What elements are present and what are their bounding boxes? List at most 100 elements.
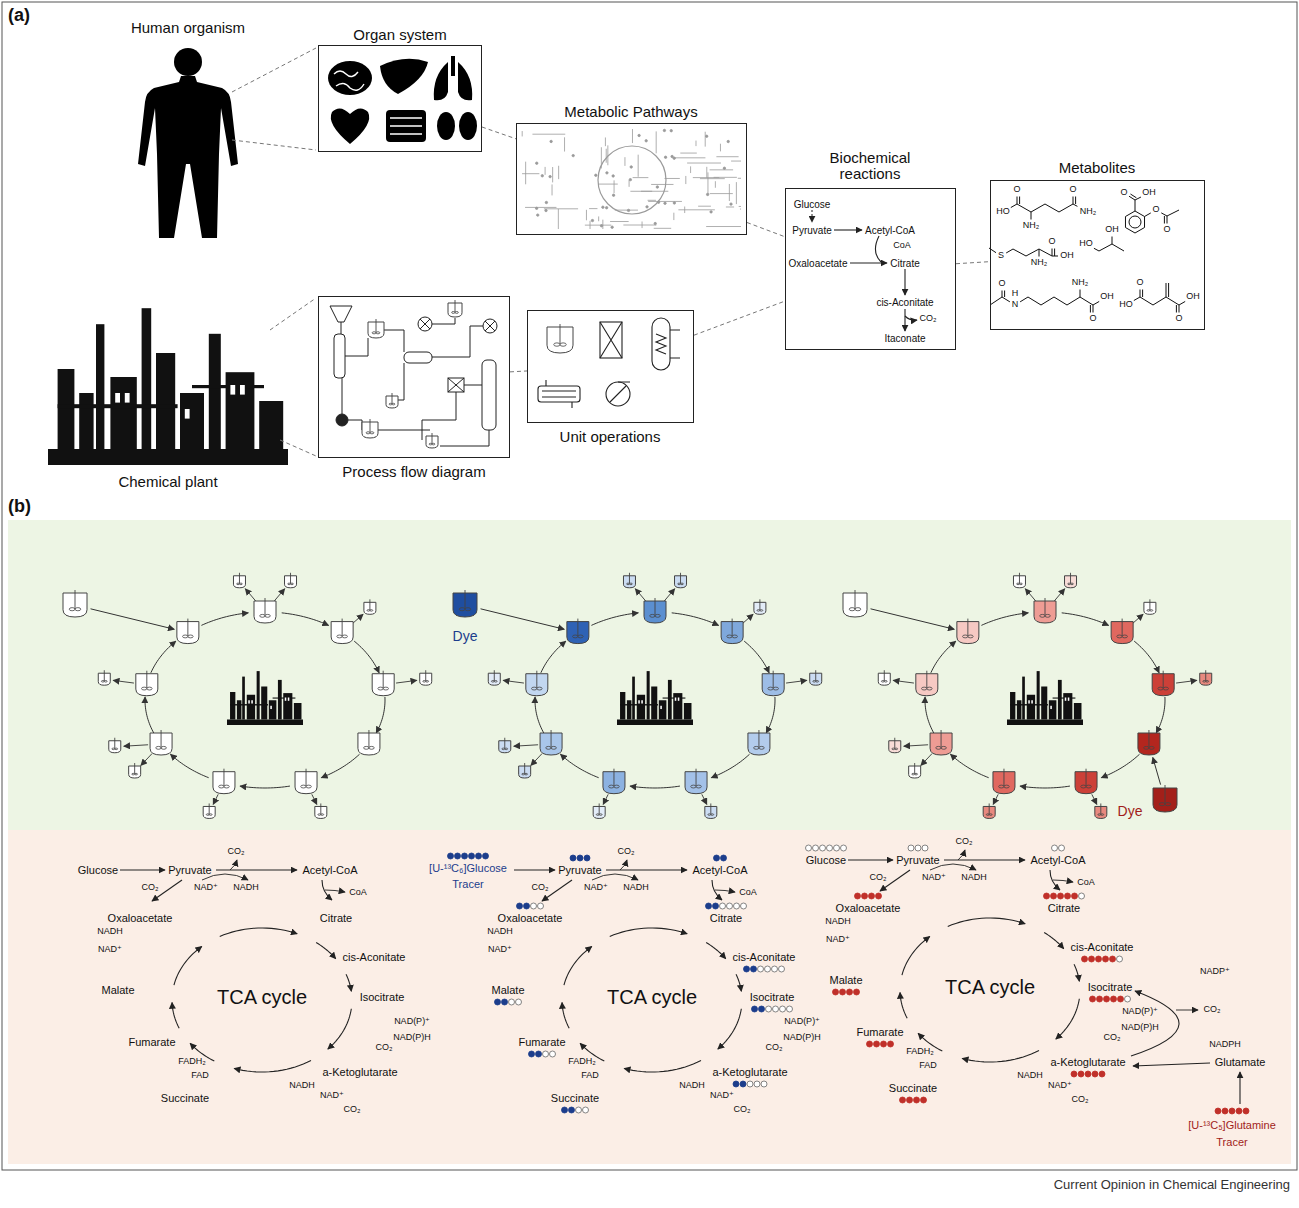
agitator-blade — [855, 608, 861, 611]
metabolite-name: cis-Aconitate — [343, 951, 406, 963]
carbon-atom — [1096, 956, 1102, 962]
metabolite-name: Pyruvate — [168, 864, 211, 876]
agitator-blade — [288, 583, 291, 585]
tank-symbol — [448, 300, 462, 317]
cycle-arrow — [948, 918, 1025, 926]
carbon-atom — [841, 845, 847, 851]
tank-symbol — [983, 803, 995, 818]
carbon-atom — [476, 853, 482, 859]
zoom-line — [280, 440, 316, 456]
agitator-shaft — [369, 599, 370, 610]
branch-pipe — [1053, 589, 1064, 602]
metabolite-name: NADH — [1017, 1071, 1043, 1081]
metabolite-name: CO₂ — [870, 873, 887, 883]
tank-symbol — [136, 671, 158, 696]
chemical-bond — [1002, 291, 1003, 298]
metabolite-name: NAD(P)⁺ — [784, 1017, 820, 1027]
zoom-box: MetabolitesOHOONH₂NH₂OOHOOSOOHNH₂HOOHOHN… — [990, 180, 1205, 330]
carbon-atom — [483, 853, 489, 859]
agitator-blade — [936, 746, 941, 749]
plant-block — [637, 695, 645, 720]
plant-block — [110, 377, 136, 449]
metabolite-name: CoA — [739, 888, 757, 898]
agitator-blade — [532, 687, 537, 690]
plant-window — [185, 409, 190, 419]
ring-pipe — [981, 613, 1028, 626]
metabolite-name: Malate — [829, 974, 862, 986]
metabolite-name: NAD⁺ — [194, 883, 218, 893]
agitator-blade — [147, 687, 152, 690]
carbon-atom — [833, 989, 839, 995]
chemical-bond — [1112, 244, 1124, 251]
tank-symbol — [150, 730, 172, 755]
arrow-line — [1053, 880, 1073, 882]
carbon-atom — [455, 853, 461, 859]
ring-pipe — [535, 697, 544, 733]
metabolite-name: FAD — [919, 1061, 937, 1071]
ring-pipe — [1134, 641, 1159, 673]
atom-label: OH — [1105, 225, 1119, 235]
arrow-line — [216, 869, 297, 870]
tank-symbol — [909, 763, 921, 778]
pathway-line — [648, 200, 656, 201]
tank-symbol — [889, 738, 901, 753]
tank-symbol — [362, 419, 378, 438]
pathway-line — [739, 206, 741, 207]
tank-symbol — [331, 619, 353, 644]
feed-pipe — [481, 609, 565, 629]
cycle-arrow — [328, 1009, 352, 1049]
cycle-arrow — [706, 942, 726, 958]
branch-pipe — [702, 794, 707, 804]
chemical-bond — [1166, 283, 1167, 297]
agitator-blade — [1163, 687, 1168, 690]
agitator-blade — [708, 814, 711, 816]
atom-label: O — [1120, 188, 1127, 198]
tank-symbol — [1153, 785, 1177, 812]
pathway-line — [687, 163, 721, 164]
chemical-bond — [1067, 297, 1080, 305]
agitator-blade — [188, 635, 193, 638]
pump-blade — [610, 382, 630, 402]
pathway-line — [706, 167, 707, 178]
agitator-blade — [142, 687, 147, 690]
carbon-atom — [834, 845, 840, 851]
plant-silhouette — [48, 308, 288, 465]
agitator-shaft — [1003, 769, 1004, 786]
agitator-shaft — [989, 803, 990, 814]
agitator-blade — [525, 773, 528, 775]
metabolite-name: CO₂ — [142, 883, 159, 893]
metabolite-name: a-Ketoglutarate — [1050, 1056, 1125, 1068]
agitator-blade — [206, 814, 209, 816]
ring-pipe — [1156, 697, 1165, 733]
ring-pipe — [321, 754, 359, 778]
agitator-shaft — [75, 590, 76, 609]
tank-symbol — [748, 730, 770, 755]
tank-symbol — [420, 670, 432, 685]
carbon-atom — [516, 999, 522, 1005]
arrow-line — [944, 859, 1025, 860]
carbon-atom — [787, 1006, 793, 1012]
packed-column — [600, 322, 622, 358]
cycle-arrow — [234, 1060, 311, 1072]
feed-pipe — [91, 609, 175, 629]
tank-symbol — [526, 671, 548, 696]
metabolite-name: Itaconate — [884, 333, 925, 344]
agitator-blade — [1068, 583, 1071, 585]
carbon-atom — [1117, 956, 1123, 962]
agitator-shaft — [1149, 599, 1150, 610]
tank-symbol — [386, 393, 398, 408]
carbon-atom — [806, 845, 812, 851]
metabolite-name: Glucose — [794, 199, 831, 210]
metabolite-name: Malate — [491, 984, 524, 996]
chemical-bond — [1167, 216, 1168, 224]
metabolite-name: FADH₂ — [568, 1057, 596, 1067]
agitator-blade — [237, 583, 240, 585]
tank-symbol — [1065, 573, 1077, 588]
agitator-shaft — [1148, 730, 1149, 747]
pathway-dot — [727, 140, 729, 142]
agitator-blade — [1019, 583, 1022, 585]
arrow-line — [606, 869, 687, 870]
carbon-atom — [733, 1081, 739, 1087]
tank-symbol — [233, 573, 245, 588]
agitator-blade — [546, 746, 551, 749]
